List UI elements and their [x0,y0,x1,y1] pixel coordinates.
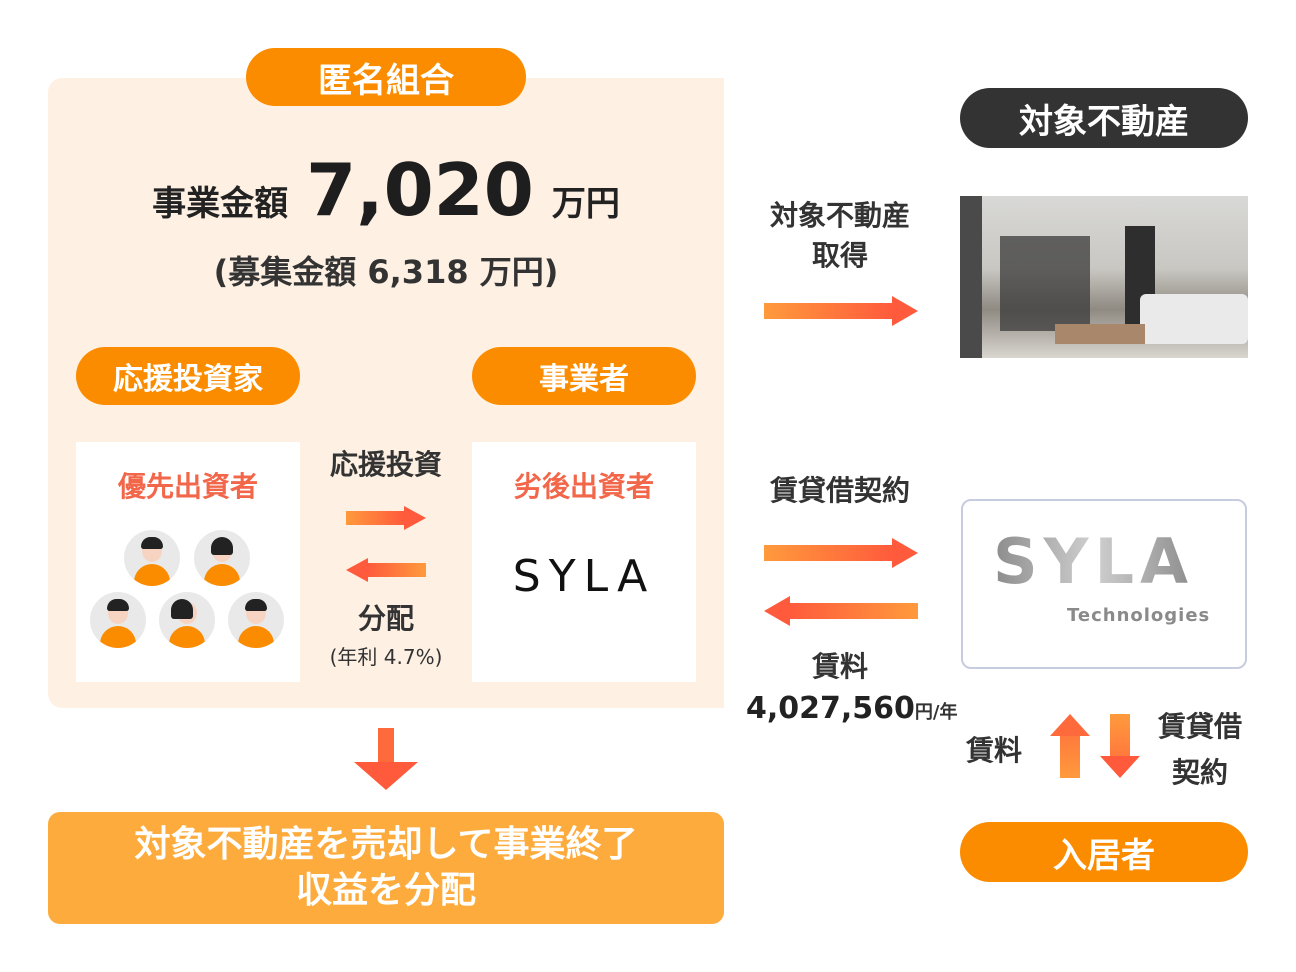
invest-label: 応援投資 [329,448,442,481]
business-amount-unit: 万円 [551,184,620,224]
supporter-label: 応援投資家 [76,347,300,405]
senior-investor-box: 優先出資者 [76,442,300,682]
junior-investor-label: 劣後出資者 [513,470,654,503]
tenant-contract-2: 契約 [1171,756,1228,789]
junior-investor-box: 劣後出資者 SYLA [472,442,696,682]
lease-contract-label: 賃貸借契約 [769,474,910,507]
syla-technologies-sub: Technologies [1067,605,1211,626]
rent-label: 賃料 [811,650,868,683]
acquire-label: 対象不動産 取得 [750,196,930,276]
tenant-contract-1: 賃貸借 [1157,710,1242,743]
down-arrow-icon [1100,714,1140,778]
investor-avatar [194,530,250,586]
investor-avatar [90,592,146,648]
tenant-contract-label: 賃貸借 契約 [1150,704,1250,796]
property-photo [960,196,1248,358]
distribution-rate: (年利 4.7%) [329,645,443,669]
syla-technologies-logo: SYLA [993,525,1195,598]
distribution-arrow-icon [346,558,426,582]
recruitment-amount: (募集金額 6,318 万円) [213,253,559,291]
anonymous-partnership-title: 匿名組合 [246,48,526,106]
distribution-label: 分配 [357,602,414,635]
senior-investor-label: 優先出資者 [117,470,258,503]
exit-line-2: 収益を分配 [295,870,476,911]
exit-box: 対象不動産を売却して事業終了 収益を分配 [48,812,724,924]
up-arrow-icon [1050,714,1090,778]
tenant-rent-label: 賃料 [966,734,1023,767]
rent-amount-value: 4,027,560 [746,691,915,726]
business-amount: 事業金額 7,020 万円 [48,150,724,244]
investor-avatar [228,592,284,648]
exit-line-1: 対象不動産を売却して事業終了 [134,824,638,865]
business-amount-value: 7,020 [306,148,534,232]
investor-avatar [159,592,215,648]
syla-logo: SYLA [512,551,656,602]
down-arrow-icon [354,728,418,792]
acquire-label-2: 取得 [811,239,868,272]
rent-amount: 4,027,560円/年 [746,692,960,730]
business-amount-label: 事業金額 [152,184,289,224]
rent-arrow-icon [764,596,918,626]
property-title: 対象不動産 [960,88,1248,148]
syla-technologies-box: SYLA Technologies [961,499,1247,669]
investor-avatar [124,530,180,586]
acquire-label-1: 対象不動産 [769,199,910,232]
operator-label: 事業者 [472,347,696,405]
tenant-label: 入居者 [960,822,1248,882]
invest-arrow-icon [346,506,426,530]
acquire-arrow-icon [764,296,918,326]
lease-arrow-icon [764,538,918,568]
rent-amount-unit: 円/年 [914,702,958,723]
